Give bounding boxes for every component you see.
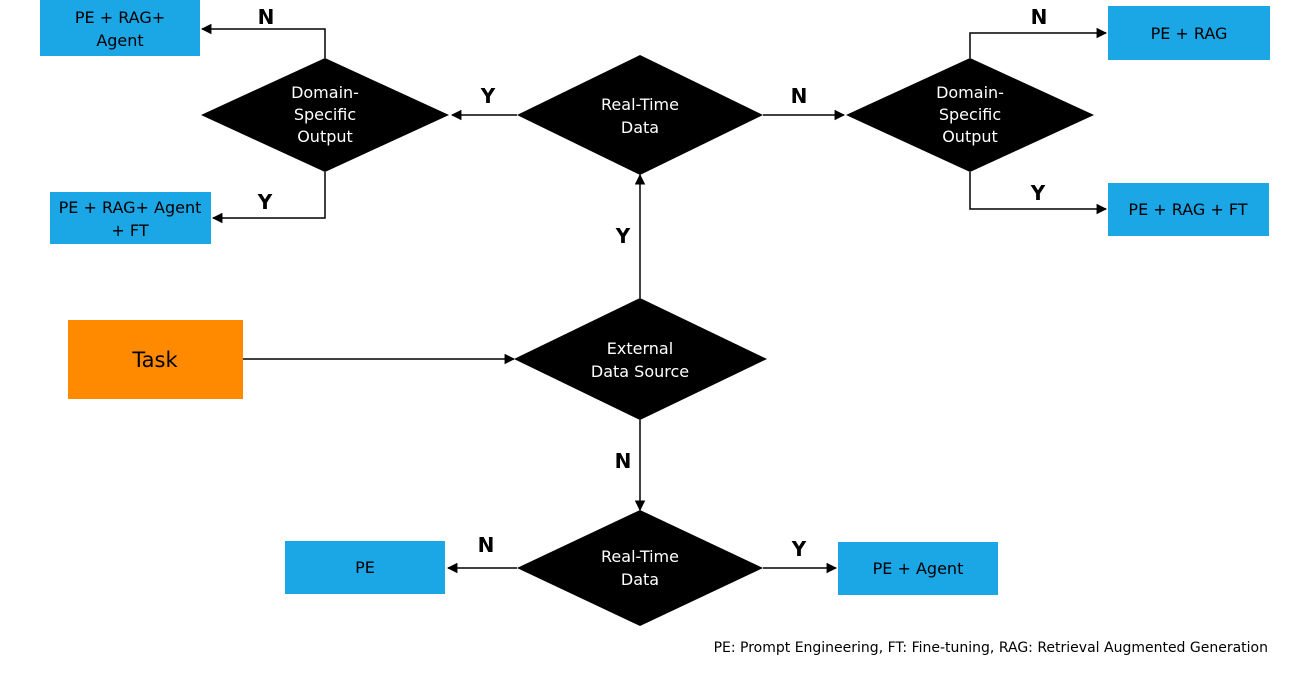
outcome-pe[interactable]: PE <box>285 541 445 594</box>
task-label: Task <box>131 348 178 372</box>
decision-external-data-source[interactable]: External Data Source <box>514 298 767 420</box>
diamond-shape <box>517 55 763 175</box>
outcome-box <box>50 192 211 244</box>
label-ext-to-rt-bottom: N <box>615 449 632 473</box>
diamond-shape <box>201 58 449 172</box>
label-domain-right-no: N <box>1031 5 1048 29</box>
decision-domain-specific-right[interactable]: Domain- Specific Output <box>846 58 1094 172</box>
decision-label-line-1: Real-Time <box>601 547 679 566</box>
label-rt-bottom-yes: Y <box>791 537 807 561</box>
outcome-label-line-1: PE + RAG+ <box>75 8 165 27</box>
outcome-label-line-1: PE + RAG+ Agent <box>59 198 202 217</box>
decision-label-line-2: Data <box>621 570 659 589</box>
outcome-pe-agent[interactable]: PE + Agent <box>838 542 998 595</box>
outcome-pe-rag[interactable]: PE + RAG <box>1108 6 1270 60</box>
outcome-box <box>838 542 998 595</box>
outcome-label-line-1: PE <box>355 558 375 577</box>
outcome-box <box>40 0 200 56</box>
outcome-label-line-1: PE + RAG + FT <box>1128 200 1247 219</box>
outcome-pe-rag-agent-ft[interactable]: PE + RAG+ Agent + FT <box>50 192 211 244</box>
decision-realtime-top[interactable]: Real-Time Data <box>517 55 763 175</box>
label-domain-right-yes: Y <box>1030 181 1046 205</box>
outcome-pe-rag-ft[interactable]: PE + RAG + FT <box>1108 183 1269 236</box>
decision-label-line-1: Domain- <box>936 83 1004 102</box>
task-box[interactable] <box>68 320 243 399</box>
edge-domain-left-to-pe-rag-agent <box>200 23 326 58</box>
decision-label-line-1: Domain- <box>291 83 359 102</box>
outcome-pe-rag-agent[interactable]: PE + RAG+ Agent <box>40 0 200 56</box>
outcome-label-line-1: PE + RAG <box>1151 24 1228 43</box>
decision-label-line-2: Data Source <box>591 362 689 381</box>
label-ext-to-rt-top: Y <box>615 224 631 248</box>
legend-text: PE: Prompt Engineering, FT: Fine-tuning,… <box>714 640 1268 656</box>
decision-realtime-bottom[interactable]: Real-Time Data <box>517 510 763 626</box>
label-domain-left-no: N <box>258 5 275 29</box>
outcome-box <box>285 541 445 594</box>
diamond-shape <box>514 298 767 420</box>
decision-label-line-2: Specific <box>294 105 356 124</box>
outcome-label-line-1: PE + Agent <box>873 559 964 578</box>
outcome-box <box>1108 6 1270 60</box>
outcome-label-line-2: Agent <box>96 31 143 50</box>
edge-domain-right-to-pe-rag-ft <box>969 172 1108 215</box>
decision-label-line-2: Data <box>621 118 659 137</box>
diamond-shape <box>846 58 1094 172</box>
decision-label-line-2: Specific <box>939 105 1001 124</box>
edge-domain-right-to-pe-rag <box>969 27 1108 58</box>
label-rt-top-to-domain-right: N <box>791 84 808 108</box>
decision-domain-specific-left[interactable]: Domain- Specific Output <box>201 58 449 172</box>
label-domain-left-yes: Y <box>257 190 273 214</box>
outcome-label-line-2: + FT <box>111 221 148 240</box>
label-rt-top-to-domain-left: Y <box>480 84 496 108</box>
decision-label-line-1: Real-Time <box>601 95 679 114</box>
decision-label-line-3: Output <box>297 127 353 146</box>
diamond-shape <box>517 510 763 626</box>
decision-label-line-1: External <box>607 339 673 358</box>
label-rt-bottom-no: N <box>478 533 495 557</box>
decision-label-line-3: Output <box>942 127 998 146</box>
edge-domain-left-to-pe-rag-agent-ft <box>211 172 326 224</box>
outcome-box <box>1108 183 1269 236</box>
